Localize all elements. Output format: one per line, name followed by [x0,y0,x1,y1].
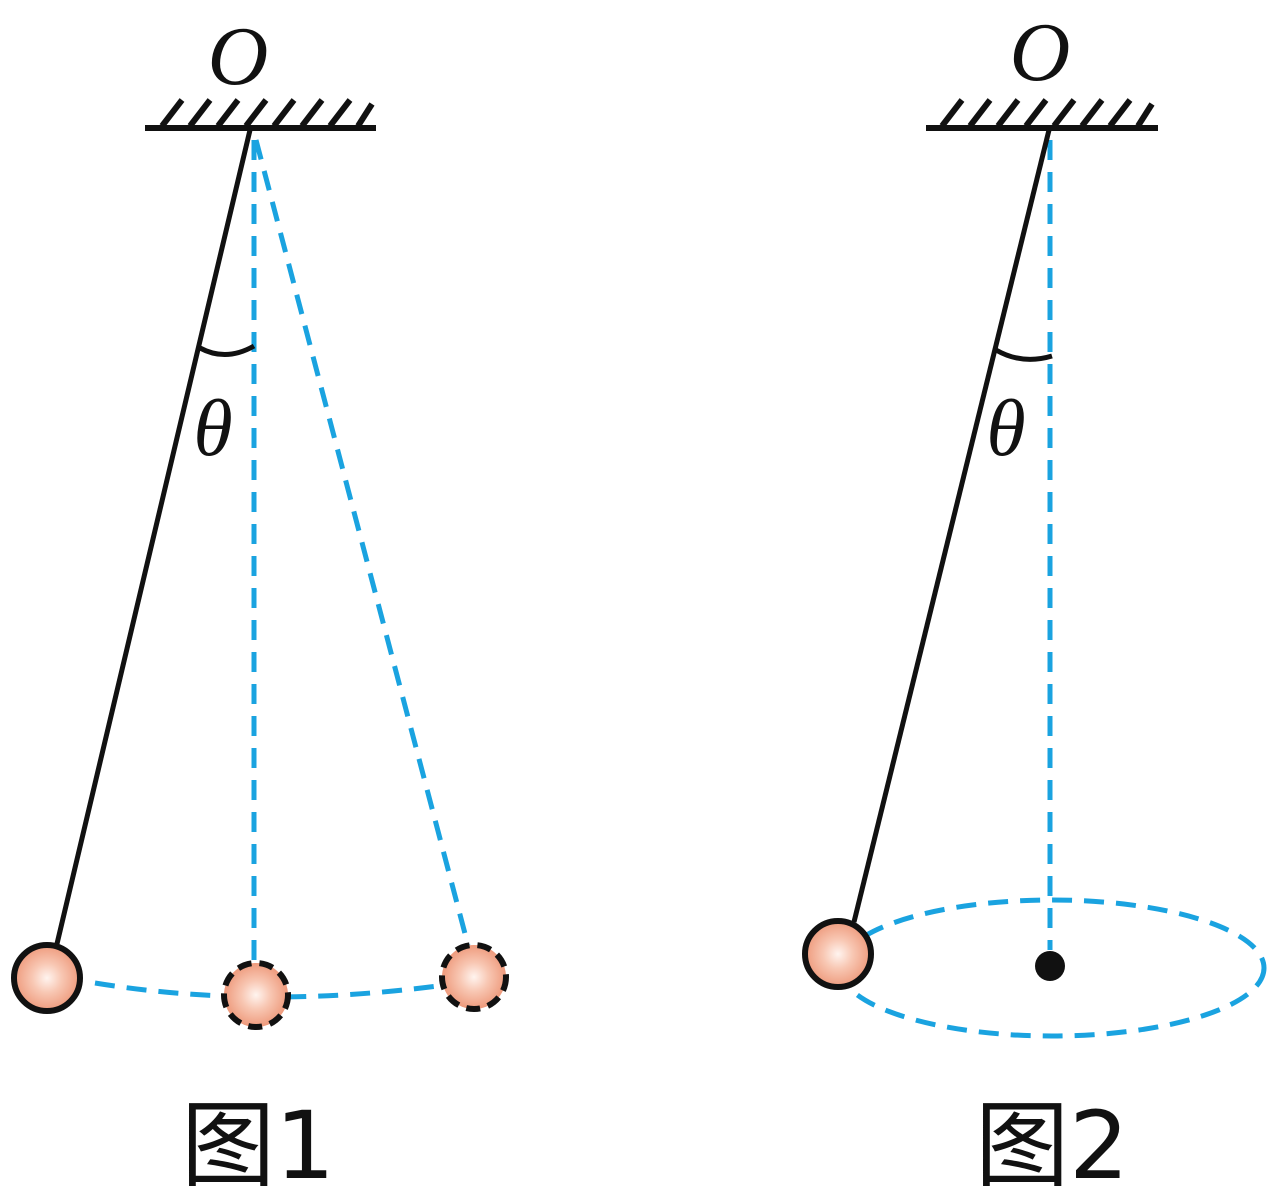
string-1 [53,129,253,949]
ceiling-support-2 [926,98,1158,131]
bob-1-solid [11,942,83,1014]
swing-extreme-line [253,139,471,946]
guide-lines-2 [837,140,1267,1039]
guide-lines-1 [94,139,471,1000]
string-2 [851,129,1052,923]
orbit-center-dot [1035,951,1065,981]
figure-caption-2: 图2 [975,1092,1129,1198]
bob-2-solid [802,918,874,990]
pivot-label-1: O [208,10,269,103]
ceiling-support-1 [145,98,376,131]
circular-path-2 [837,897,1267,1039]
angle-arc-2 [994,347,1053,362]
figure-caption-1: 图1 [181,1092,335,1198]
angle-arc-1 [198,343,256,357]
figure-1: O θ 图1 [11,10,509,1198]
angle-label-2: θ [986,385,1025,473]
bob-1-center-ghost [221,960,291,1030]
pivot-label-2: O [1010,6,1071,99]
bob-1-right-ghost [439,942,509,1012]
angle-label-1: θ [193,385,232,473]
figure-2: O θ 图2 [802,6,1267,1198]
